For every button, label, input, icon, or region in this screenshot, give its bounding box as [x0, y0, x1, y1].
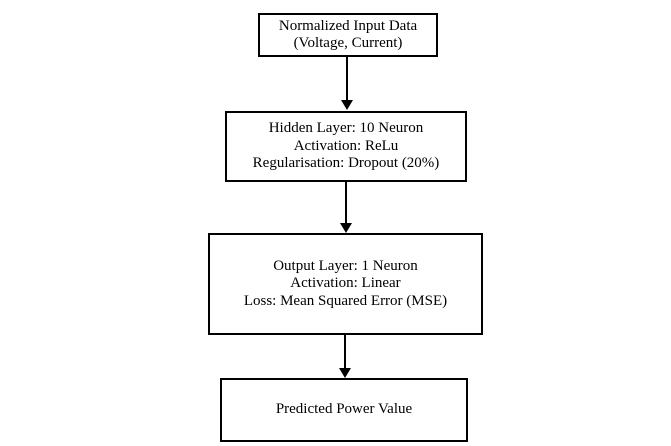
node-text-line: Output Layer: 1 Neuron — [273, 257, 418, 274]
node-normalized-input-data: Normalized Input Data (Voltage, Current) — [258, 13, 438, 57]
node-text-line: Predicted Power Value — [275, 401, 413, 418]
node-text-line: Hidden Layer: 10 Neuron — [268, 120, 424, 137]
node-text-line: Normalized Input Data — [278, 17, 418, 34]
arrow-down-icon — [341, 100, 353, 110]
node-text-line: Activation: Linear — [290, 275, 401, 292]
flow-arrow-hidden-to-output — [339, 182, 353, 233]
arrow-shaft — [344, 335, 346, 368]
flow-arrow-output-to-predicted — [338, 335, 352, 378]
node-hidden-layer: Hidden Layer: 10 Neuron Activation: ReLu… — [225, 111, 467, 182]
arrow-shaft — [345, 182, 347, 223]
arrow-down-icon — [339, 368, 351, 378]
node-predicted-power-value: Predicted Power Value — [220, 378, 468, 442]
node-text-line: (Voltage, Current) — [293, 35, 403, 51]
node-text-line: Regularisation: Dropout (20%) — [252, 155, 440, 172]
arrow-down-icon — [340, 223, 352, 233]
arrow-shaft — [346, 57, 348, 100]
node-text-line: Loss: Mean Squared Error (MSE) — [243, 292, 448, 309]
flow-arrow-input-to-hidden — [340, 57, 354, 110]
node-text-line: Activation: ReLu — [293, 137, 399, 154]
node-output-layer: Output Layer: 1 Neuron Activation: Linea… — [208, 233, 483, 335]
